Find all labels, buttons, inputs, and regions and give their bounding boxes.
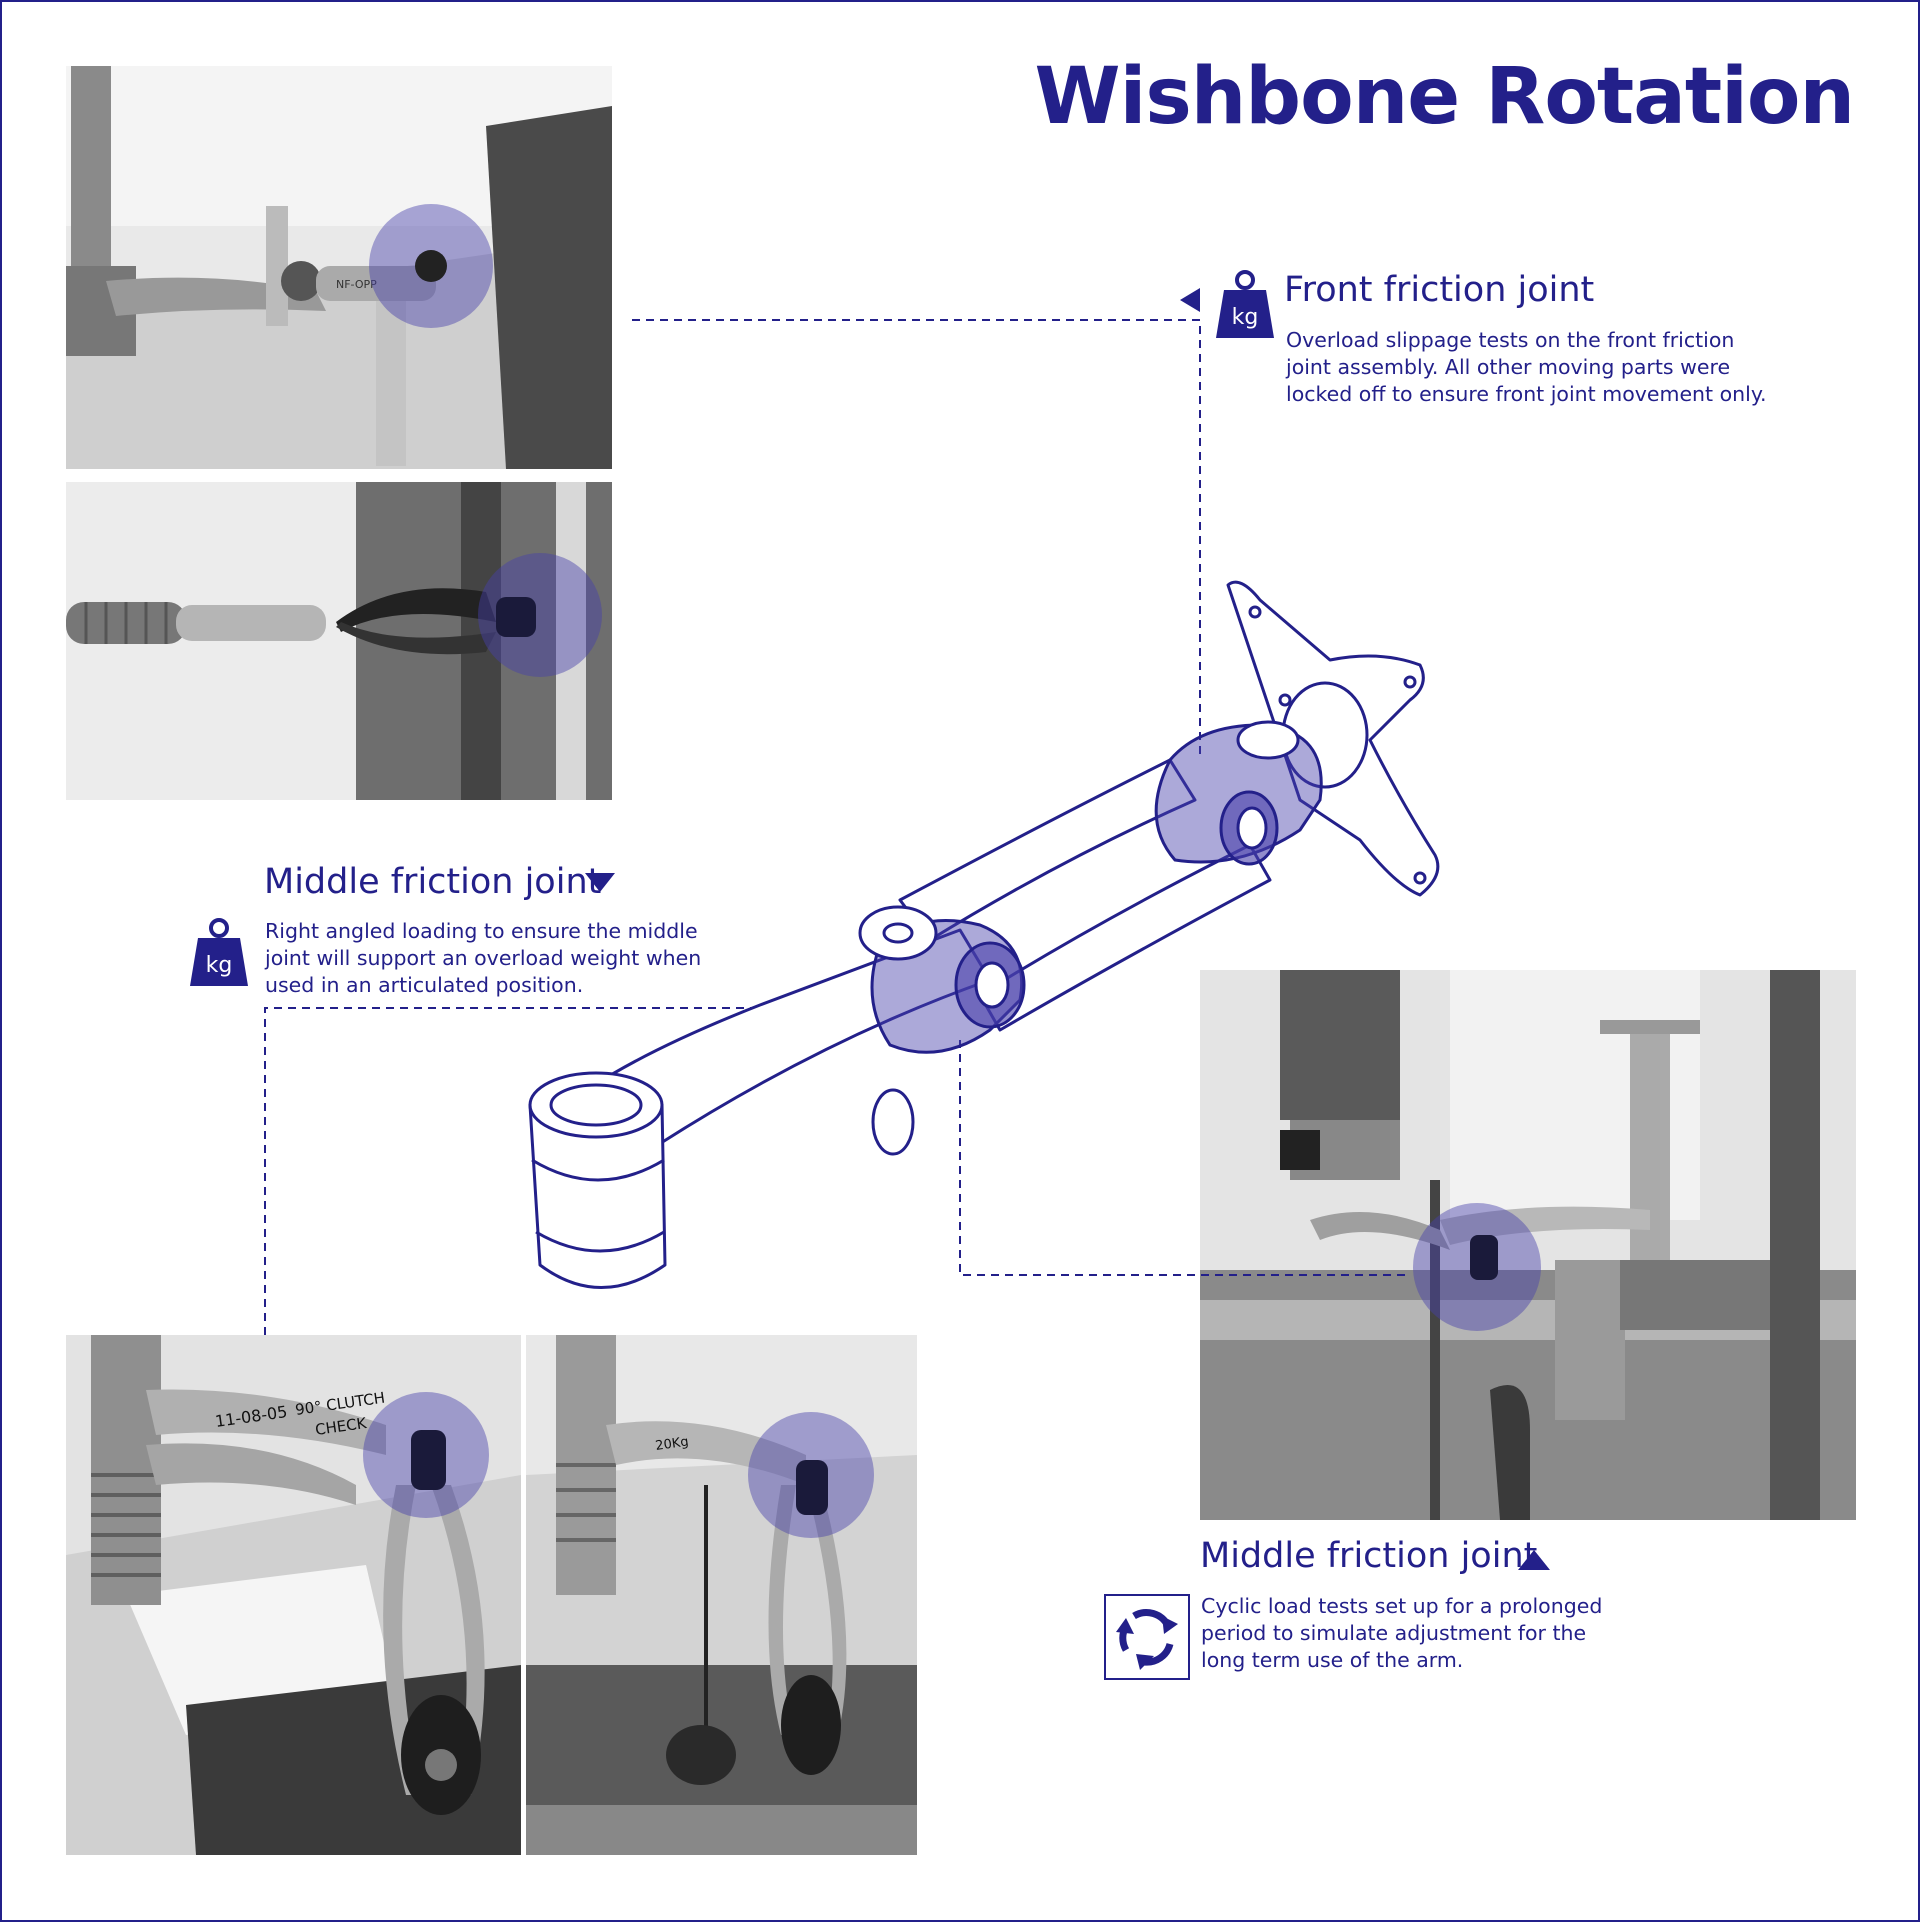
middle-joint-bottom-description: Cyclic load tests set up for a prolonged… [1201, 1594, 1603, 1672]
photo-middle-joint-test-1: 11-08-05 90° CLUTCH CHECK [66, 1335, 521, 1855]
weight-kg-icon: kg [190, 918, 248, 986]
kg-label: kg [206, 953, 233, 978]
middle-joint-top-description: Right angled loading to ensure the middl… [265, 919, 702, 997]
weight-kg-icon: kg [1216, 270, 1274, 338]
photo-note: NF-OPP [336, 278, 377, 291]
photo-middle-joint-test-2: 20Kg [526, 1335, 917, 1855]
middle-joint-bottom-heading: Middle friction joint [1200, 1536, 1538, 1576]
photo-cyclic-load-test [1200, 970, 1856, 1520]
photo-note: 20Kg [654, 1434, 689, 1453]
front-joint-description: Overload slippage tests on the front fri… [1286, 328, 1767, 406]
photo-front-joint-test-2 [66, 482, 612, 800]
cyclic-arrows-icon [1104, 1594, 1190, 1680]
photo-front-joint-test-1: NF-OPP [66, 66, 612, 469]
page-title: Wishbone Rotation [1034, 52, 1855, 142]
front-joint-heading: Front friction joint [1284, 270, 1595, 310]
kg-label: kg [1232, 305, 1259, 330]
joint-highlight-circle [478, 553, 602, 677]
middle-joint-top-heading: Middle friction joint [264, 862, 602, 902]
